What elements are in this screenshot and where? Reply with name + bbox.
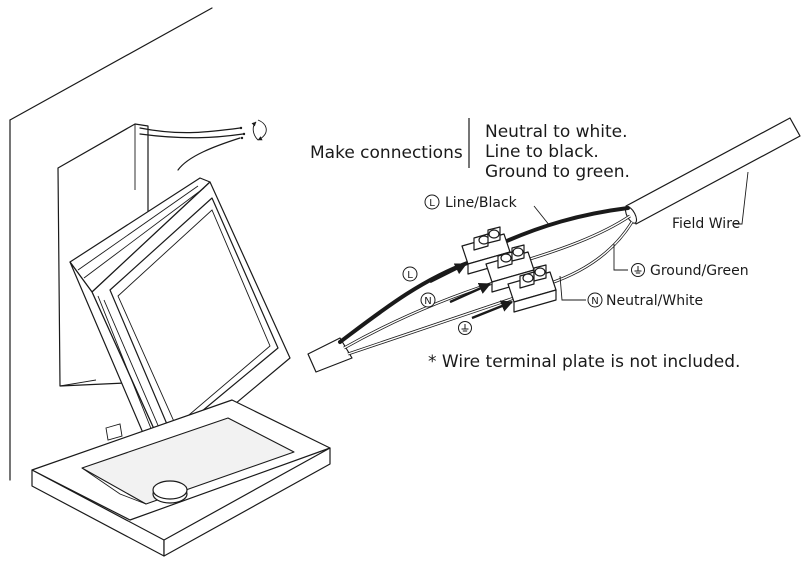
make-connections-heading: Make connections <box>310 143 463 163</box>
ground-icon <box>631 263 645 277</box>
svg-text:L: L <box>429 198 435 209</box>
terminal-block-ground <box>507 264 557 313</box>
svg-text:L: L <box>407 270 413 281</box>
neutral-white-label: Neutral/White <box>606 293 703 309</box>
neutral-arrow <box>449 282 492 304</box>
svg-text:N: N <box>424 296 431 307</box>
ceiling-opening-illustration <box>9 7 331 557</box>
svg-text:N: N <box>591 296 598 307</box>
ground-icon <box>458 321 472 335</box>
wire-connection-detail: L N <box>307 117 801 373</box>
terminal-plate-note: * Wire terminal plate is not included. <box>428 352 740 372</box>
instruction-line-1: Neutral to white. <box>485 122 628 142</box>
instruction-line-2: Line to black. <box>485 142 599 162</box>
line-black-callout: L Line/Black <box>424 194 518 211</box>
field-wire-label: Field Wire <box>672 216 740 232</box>
instructions-block: Make connections Neutral to white. Line … <box>310 118 630 182</box>
line-symbol-badge: L <box>402 266 418 282</box>
ground-green-label: Ground/Green <box>650 263 749 279</box>
ground-arrow <box>471 300 514 320</box>
neutral-symbol-badge: N <box>420 292 436 308</box>
line-black-label: Line/Black <box>445 195 518 211</box>
line-arrow <box>429 262 468 284</box>
instruction-line-3: Ground to green. <box>485 162 630 182</box>
neutral-white-callout: N Neutral/White <box>587 292 703 309</box>
ground-green-callout: Ground/Green <box>631 263 749 279</box>
